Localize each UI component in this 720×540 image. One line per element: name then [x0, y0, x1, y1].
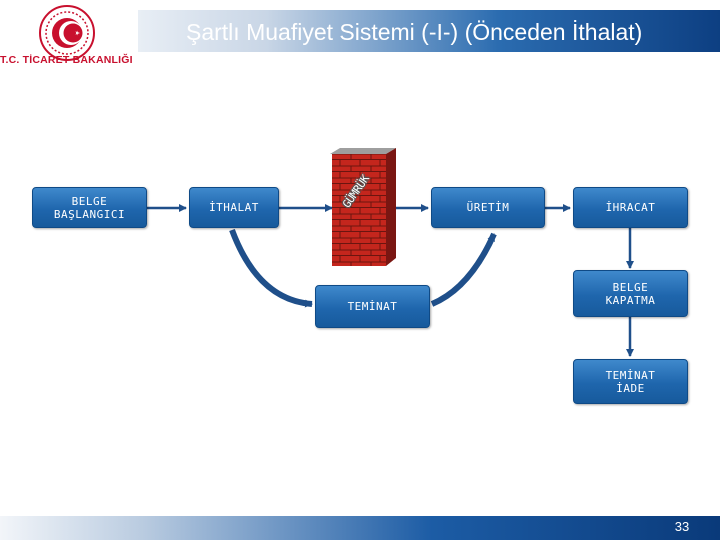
- node-label: TEMİNAT: [347, 300, 398, 313]
- org-name: T.C. TİCARET BAKANLIĞI: [0, 54, 133, 66]
- page-number: 33: [674, 519, 690, 534]
- node-ithalat: İTHALAT: [189, 187, 279, 228]
- header-bar: [138, 10, 720, 52]
- node-label: İTHALAT: [209, 201, 259, 214]
- node-label: ÜRETİM: [466, 201, 510, 214]
- node-label: BELGE BAŞLANGICI: [53, 194, 126, 221]
- footer-bar: [0, 516, 720, 540]
- node-label: TEMİNAT İADE: [605, 368, 656, 395]
- slide-title: Şartlı Muafiyet Sistemi (-I-) (Önceden İ…: [186, 19, 643, 45]
- node-label: BELGE KAPATMA: [605, 280, 656, 307]
- node-belge-kapatma: BELGE KAPATMA: [573, 270, 688, 317]
- arrow-curve-ithalat-to-teminat: [229, 228, 313, 308]
- node-uretim: ÜRETİM: [431, 187, 545, 228]
- customs-wall-icon: [330, 148, 396, 266]
- node-ihracat: İHRACAT: [573, 187, 688, 228]
- ministry-logo-icon: [39, 5, 95, 61]
- node-teminat: TEMİNAT: [315, 285, 430, 328]
- arrow-curve-teminat-to-uretim: [430, 232, 497, 307]
- node-belge-baslangici: BELGE BAŞLANGICI: [32, 187, 147, 228]
- node-label: İHRACAT: [605, 201, 656, 214]
- node-teminat-iade: TEMİNAT İADE: [573, 359, 688, 404]
